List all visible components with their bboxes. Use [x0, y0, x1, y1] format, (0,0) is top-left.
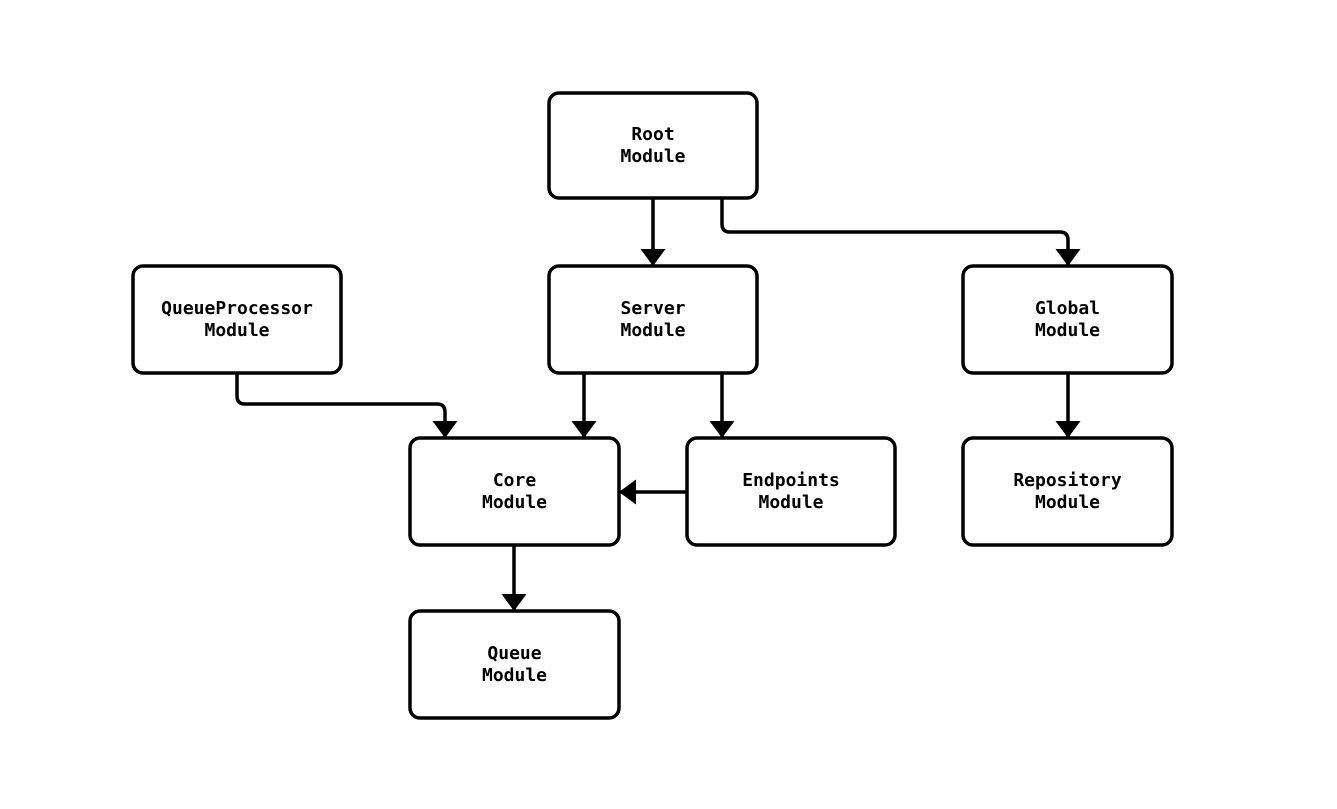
node-core-label-line-0: Core: [493, 470, 537, 491]
node-root-label-line-1: Module: [620, 146, 685, 167]
node-queue-label-line-0: Queue: [487, 643, 541, 664]
node-root-box: [547, 91, 759, 200]
node-core-label-line-1: Module: [482, 492, 547, 513]
node-global-label-line-0: Global: [1035, 298, 1100, 319]
node-queueprocessor-box: [131, 264, 343, 375]
node-repository-label-line-0: Repository: [1013, 470, 1122, 491]
node-server-label-line-1: Module: [620, 320, 685, 341]
node-queueprocessor-label-line-0: QueueProcessor: [161, 298, 313, 319]
edge-queueprocessor-to-core-arrow: [235, 373, 458, 438]
node-server-label-line-0: Server: [620, 298, 685, 319]
node-global-label-line-1: Module: [1035, 320, 1100, 341]
node-core-box: [408, 436, 621, 547]
node-endpoints-label-line-0: Endpoints: [742, 470, 840, 491]
node-repository-label-line-1: Module: [1035, 492, 1100, 513]
node-queue-box: [408, 609, 621, 720]
node-endpoints-label-line-1: Module: [758, 492, 823, 513]
node-repository-box: [961, 436, 1174, 547]
node-queueprocessor-label-line-1: Module: [204, 320, 269, 341]
edge-root-to-global-arrow: [720, 198, 1081, 266]
node-queue-label-line-1: Module: [482, 665, 547, 686]
node-root-label-line-0: Root: [631, 124, 674, 145]
node-global-box: [961, 264, 1174, 375]
node-endpoints-box: [685, 436, 897, 547]
node-server-box: [547, 264, 759, 375]
